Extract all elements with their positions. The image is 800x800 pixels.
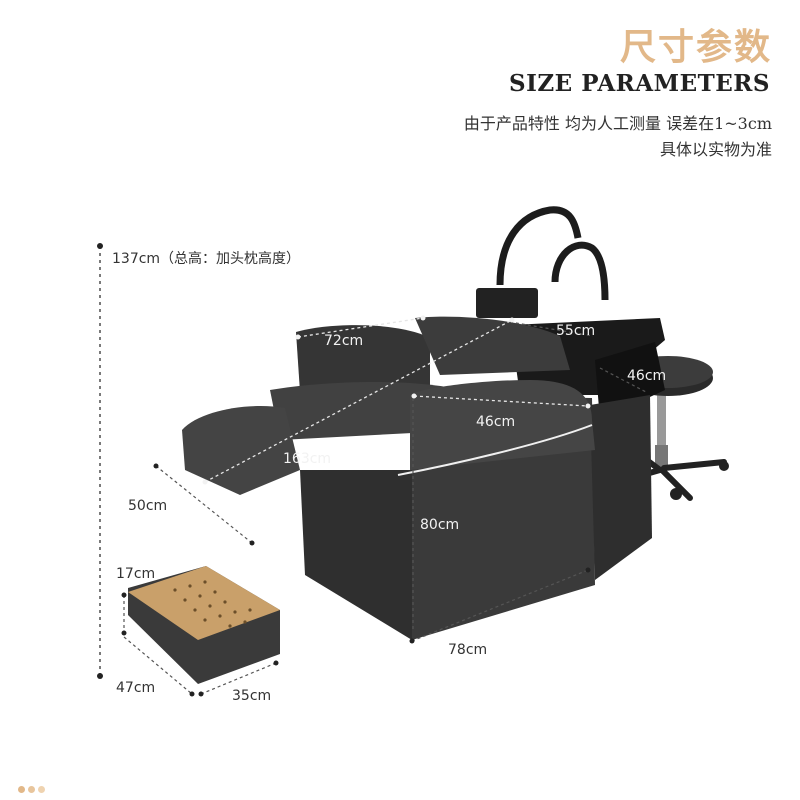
title-english: SIZE PARAMETERS (509, 70, 770, 97)
armrest-length-label: 46cm (476, 414, 516, 430)
width-top-label: 72cm (324, 333, 364, 349)
ottoman-depth-label: 35cm (232, 688, 272, 704)
dot-icon (18, 786, 25, 793)
measurement-note: 由于产品特性 均为人工测量 误差在1~3cm (463, 114, 772, 133)
dot-icon (38, 786, 45, 793)
dot-icon (28, 786, 35, 793)
ottoman-image (128, 566, 280, 684)
basin-depth-label: 46cm (627, 368, 667, 384)
leg-rest-label: 50cm (128, 498, 168, 514)
measurement-note-2: 具体以实物为准 (659, 140, 772, 159)
ottoman-width-label: 47cm (116, 680, 156, 696)
chair-image (182, 316, 652, 640)
decorative-dots (18, 778, 48, 797)
height-label: 80cm (420, 517, 460, 533)
ottoman-height-label: 17cm (116, 566, 156, 582)
title-chinese: 尺寸参数 (619, 26, 772, 68)
length-label: 163cm (283, 451, 332, 467)
depth-label: 78cm (448, 642, 488, 658)
basin-width-label: 55cm (556, 323, 596, 339)
total-height-label: 137cm（总高：加头枕高度） (112, 251, 301, 267)
